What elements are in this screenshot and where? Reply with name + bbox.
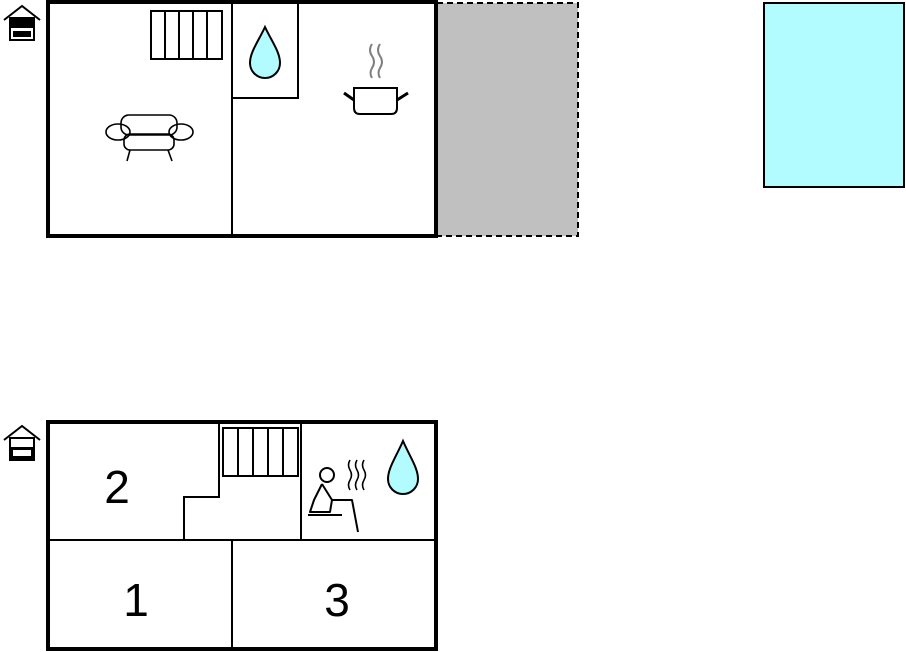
stair-notch-wall	[183, 422, 220, 540]
bathroom-upper	[231, 2, 299, 99]
room-1-label: 1	[123, 574, 149, 626]
house-floor-icon	[3, 4, 41, 41]
lower-floor: 2 1 3	[3, 420, 438, 651]
terrace	[436, 2, 579, 237]
water-drop-icon	[248, 24, 282, 79]
upper-floor-outline	[46, 0, 438, 238]
room-2-label: 2	[104, 461, 130, 513]
house-floor-icon	[3, 424, 41, 461]
pool	[763, 2, 905, 188]
cooking-pot-icon	[343, 43, 409, 115]
sauna-icon	[308, 459, 367, 533]
sofa-icon	[105, 114, 194, 162]
lower-floor-outline	[46, 420, 438, 651]
stairs-icon	[150, 10, 223, 60]
stairs-icon	[222, 427, 299, 477]
water-drop-icon	[386, 438, 420, 495]
upper-floor	[3, 0, 579, 238]
room-3-label: 3	[324, 574, 350, 626]
